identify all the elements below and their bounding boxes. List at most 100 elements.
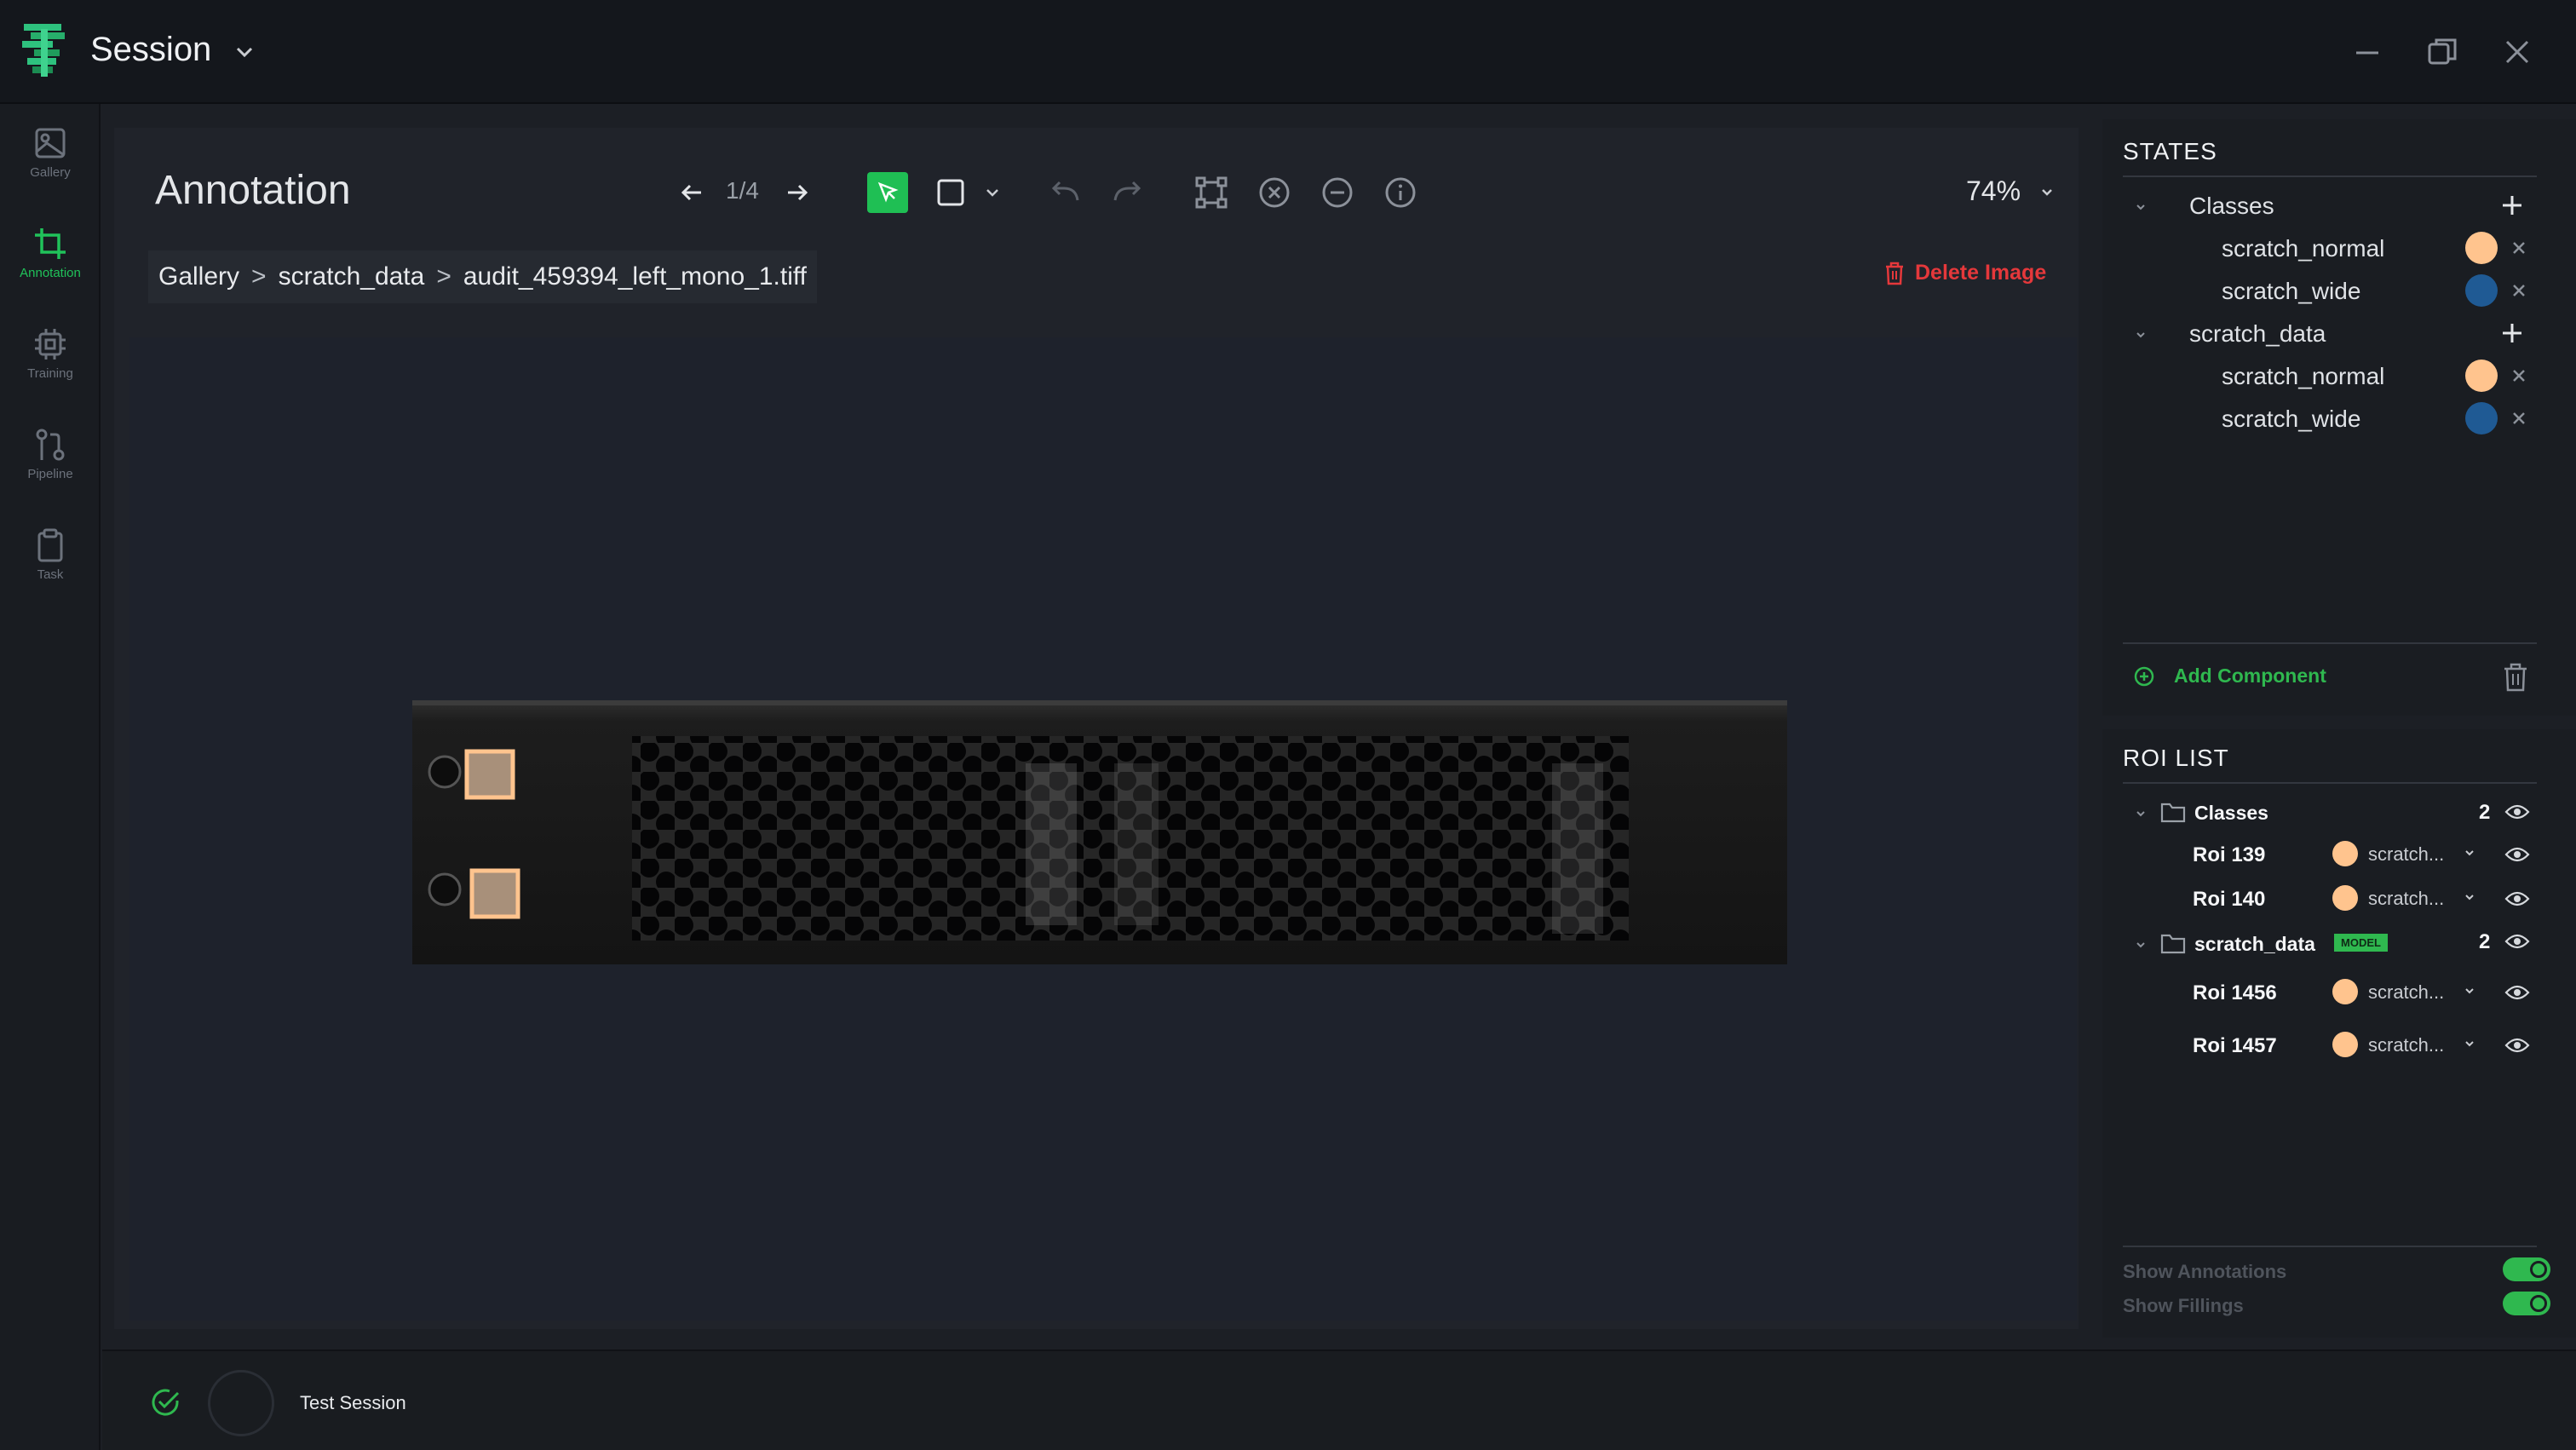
chevron-down-icon: [986, 189, 998, 197]
image-canvas[interactable]: [129, 337, 2077, 1321]
rail-item-label: Gallery: [30, 165, 71, 180]
trash-icon[interactable]: [2503, 663, 2528, 692]
show-annotations-toggle[interactable]: [2503, 1257, 2550, 1281]
bounding-box-icon: [1195, 176, 1228, 209]
roi-name[interactable]: Roi 139: [2193, 843, 2266, 866]
breadcrumb-separator: >: [251, 262, 267, 291]
divider: [2123, 782, 2537, 784]
select-tool-button[interactable]: [867, 172, 908, 213]
chip-icon: [35, 329, 66, 360]
eye-icon[interactable]: [2504, 803, 2530, 821]
eye-icon[interactable]: [2504, 889, 2530, 908]
breadcrumb: Gallery > scratch_data > audit_459394_le…: [148, 250, 817, 303]
chevron-down-icon[interactable]: [2462, 983, 2477, 998]
remove-class-icon[interactable]: [2508, 365, 2530, 387]
chevron-down-icon: [2042, 189, 2052, 196]
annotation-panel: Annotation 1/4 74% Gallery > scratch_dat…: [114, 128, 2079, 1329]
roi-list-panel: ROI LIST Classes 2 Roi 139 scratch... Ro…: [2102, 729, 2576, 1338]
remove-class-icon[interactable]: [2508, 279, 2530, 302]
rail-item-pipeline[interactable]: Pipeline: [0, 428, 101, 513]
eye-icon[interactable]: [2504, 845, 2530, 864]
toggle-knob: [2530, 1261, 2547, 1278]
redo-icon: [1113, 181, 1141, 201]
add-component-button[interactable]: Add Component: [2133, 665, 2326, 688]
roi-list-heading: ROI LIST: [2123, 745, 2229, 771]
eye-icon[interactable]: [2504, 1036, 2530, 1055]
rail-item-gallery[interactable]: Gallery: [0, 126, 101, 211]
delete-image-label: Delete Image: [1915, 261, 2047, 285]
breadcrumb-dataset[interactable]: scratch_data: [278, 262, 425, 291]
square-icon: [937, 179, 964, 206]
circle-x-icon: [1259, 177, 1290, 208]
remove-class-icon[interactable]: [2508, 237, 2530, 259]
restore-window-button[interactable]: [2423, 32, 2462, 72]
class-color-swatch[interactable]: [2465, 274, 2498, 307]
add-class-button[interactable]: [2499, 193, 2525, 218]
roi-name[interactable]: Roi 1457: [2193, 1034, 2277, 1057]
arrow-right-icon: [788, 184, 808, 201]
info-button[interactable]: [1380, 172, 1421, 213]
next-image-button[interactable]: [777, 172, 818, 213]
roi-name[interactable]: Roi 1456: [2193, 981, 2277, 1004]
state-group-classes: Classes: [2189, 193, 2274, 219]
model-badge: MODEL: [2334, 934, 2388, 952]
state-class-name: scratch_normal: [2222, 363, 2385, 389]
state-class-name: scratch_normal: [2222, 235, 2385, 262]
folder-icon: [2160, 934, 2186, 954]
undo-icon: [1051, 181, 1079, 201]
zoom-out-button[interactable]: [1317, 172, 1358, 213]
roi-class-swatch: [2332, 841, 2358, 866]
chevron-down-icon[interactable]: [2133, 327, 2148, 342]
roi-class-select[interactable]: scratch...: [2368, 981, 2445, 1003]
roi-group-count: 2: [2479, 801, 2491, 824]
eye-icon[interactable]: [2504, 932, 2530, 951]
info-icon: [1385, 177, 1416, 208]
roi-group-scratch-data: scratch_data: [2194, 933, 2315, 955]
class-color-swatch[interactable]: [2465, 402, 2498, 434]
redo-button[interactable]: [1107, 172, 1148, 213]
app-logo-icon: [19, 22, 70, 78]
zoom-dropdown[interactable]: [2034, 172, 2060, 213]
pipeline-icon: [36, 429, 65, 461]
cursor-icon: [877, 181, 899, 203]
minimize-window-button[interactable]: [2348, 32, 2387, 72]
rectangle-tool-button[interactable]: [930, 172, 971, 213]
chevron-down-icon[interactable]: [2462, 1036, 2477, 1051]
shape-tool-dropdown[interactable]: [980, 172, 1005, 213]
chevron-down-icon[interactable]: [2133, 199, 2148, 215]
clipboard-icon: [37, 528, 63, 562]
chevron-down-icon[interactable]: [2133, 806, 2148, 821]
session-dropdown-chevron-icon[interactable]: [230, 37, 259, 66]
roi-name[interactable]: Roi 140: [2193, 888, 2266, 911]
roi-class-select[interactable]: scratch...: [2368, 888, 2445, 909]
roi-class-swatch: [2332, 1032, 2358, 1057]
chevron-down-icon[interactable]: [2133, 937, 2148, 952]
states-panel: STATES Classes scratch_normal scratch_wi…: [2102, 119, 2576, 716]
delete-image-button[interactable]: Delete Image: [1884, 261, 2046, 285]
undo-button[interactable]: [1044, 172, 1085, 213]
breadcrumb-gallery[interactable]: Gallery: [158, 262, 240, 291]
show-annotations-label: Show Annotations: [2123, 1261, 2287, 1282]
divider: [2123, 175, 2537, 177]
circle-minus-icon: [1322, 177, 1353, 208]
crop-icon: [35, 228, 66, 259]
rail-item-training[interactable]: Training: [0, 327, 101, 412]
chevron-down-icon[interactable]: [2462, 889, 2477, 905]
roi-class-select[interactable]: scratch...: [2368, 1034, 2445, 1056]
chevron-down-icon[interactable]: [2462, 845, 2477, 860]
remove-class-icon[interactable]: [2508, 407, 2530, 429]
rail-item-annotation[interactable]: Annotation: [0, 227, 101, 312]
eye-icon[interactable]: [2504, 983, 2530, 1002]
navigation-rail: Gallery Annotation Training Pipeline Tas…: [0, 104, 101, 1450]
class-color-swatch[interactable]: [2465, 232, 2498, 264]
rail-item-task[interactable]: Task: [0, 528, 101, 613]
plus-circle-icon: [2134, 666, 2154, 686]
show-fillings-toggle[interactable]: [2503, 1292, 2550, 1315]
class-color-swatch[interactable]: [2465, 360, 2498, 392]
bounding-box-button[interactable]: [1191, 172, 1232, 213]
add-class-button[interactable]: [2499, 320, 2525, 346]
roi-class-select[interactable]: scratch...: [2368, 843, 2445, 865]
clear-annotations-button[interactable]: [1254, 172, 1295, 213]
close-window-button[interactable]: [2498, 32, 2537, 72]
previous-image-button[interactable]: [671, 172, 712, 213]
